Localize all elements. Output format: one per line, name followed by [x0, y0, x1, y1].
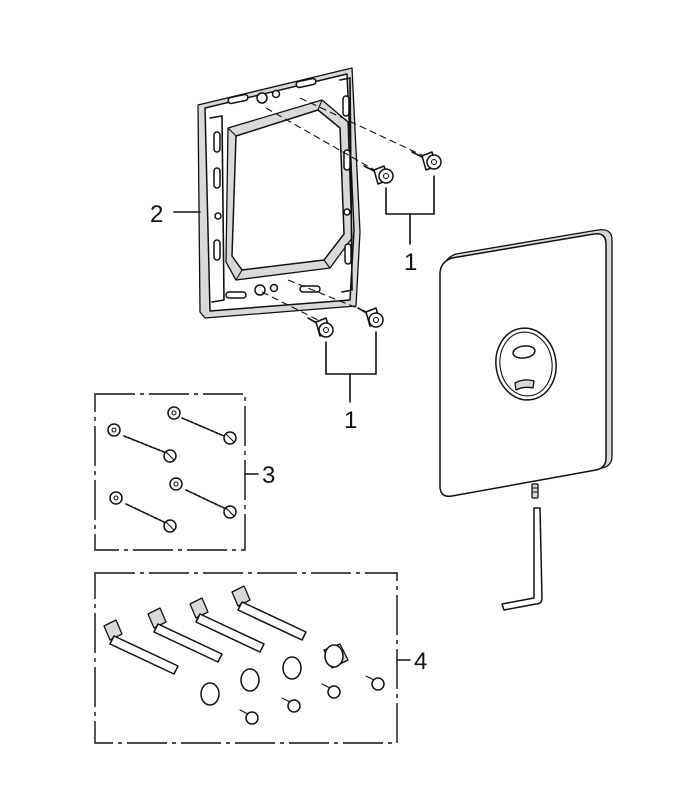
screw-set-items — [107, 406, 237, 533]
callout-extension-set: 4 — [414, 648, 427, 675]
hex-key-icon — [501, 507, 543, 611]
screw-icon — [363, 165, 394, 185]
screw-icon — [307, 317, 334, 338]
callout-screws-top: 1 — [404, 249, 417, 276]
mounting-frame — [197, 67, 361, 319]
screw-set-box — [94, 393, 246, 551]
callout-screws-bottom: 1 — [344, 407, 357, 434]
extension-set-box — [94, 572, 398, 744]
leader-line — [385, 175, 435, 215]
callout-screw-set: 3 — [262, 462, 275, 489]
leader-line — [325, 331, 377, 375]
grub-screw-icon — [531, 483, 539, 499]
screw-icon — [357, 307, 384, 328]
assembly-line — [287, 279, 373, 315]
callout-frame: 2 — [150, 201, 163, 228]
assembly-line — [299, 97, 429, 159]
cover-plate — [439, 229, 613, 498]
screw-icon — [411, 151, 442, 171]
assembly-line — [261, 291, 323, 323]
logo-icon — [514, 379, 535, 391]
flush-button — [495, 327, 557, 401]
extension-set-items — [103, 585, 385, 725]
